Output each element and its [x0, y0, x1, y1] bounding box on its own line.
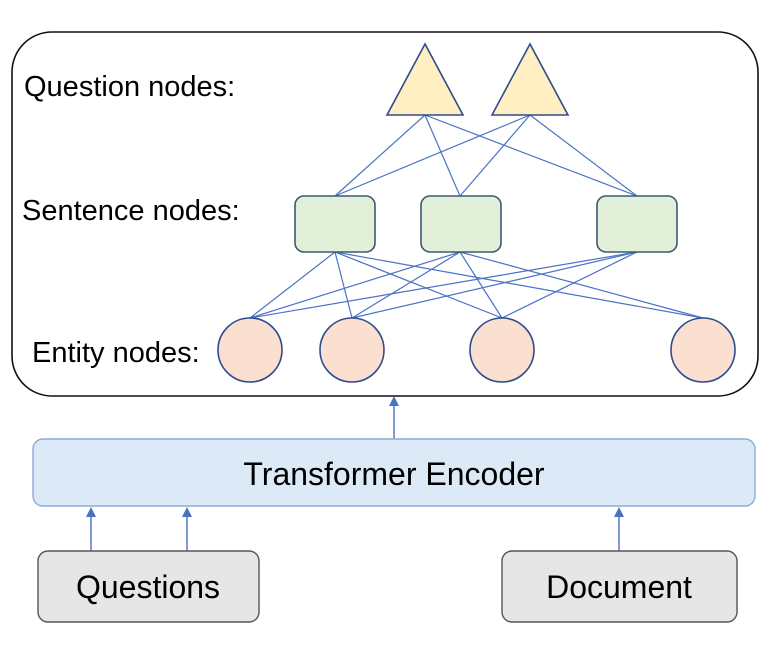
entity-node: [319, 317, 385, 383]
sentence-node: [596, 195, 678, 253]
questions-box: [37, 550, 260, 623]
questions-label: Questions: [76, 569, 220, 605]
graph-container: [11, 31, 759, 397]
document-label: Document: [546, 569, 692, 605]
question-nodes-label: Question nodes:: [24, 71, 235, 103]
entity-node: [469, 317, 535, 383]
entity-node: [670, 317, 736, 383]
sentence-entity-edges: [249, 251, 704, 319]
sentence-node: [420, 195, 502, 253]
question-node: [385, 42, 465, 116]
question-node: [490, 42, 570, 116]
questions-to-encoder-arrows: [86, 507, 192, 551]
transformer-encoder-box: [32, 438, 756, 507]
sentence-nodes-label: Sentence nodes:: [22, 195, 240, 227]
entity-node: [217, 317, 283, 383]
transformer-encoder-label: Transformer Encoder: [243, 456, 544, 492]
entity-nodes-label: Entity nodes:: [32, 337, 200, 369]
encoder-to-graph-arrow: [389, 396, 399, 439]
document-to-encoder-arrow: [614, 507, 624, 551]
sentence-node: [294, 195, 376, 253]
document-box: [501, 550, 738, 623]
question-sentence-edges: [334, 114, 638, 197]
